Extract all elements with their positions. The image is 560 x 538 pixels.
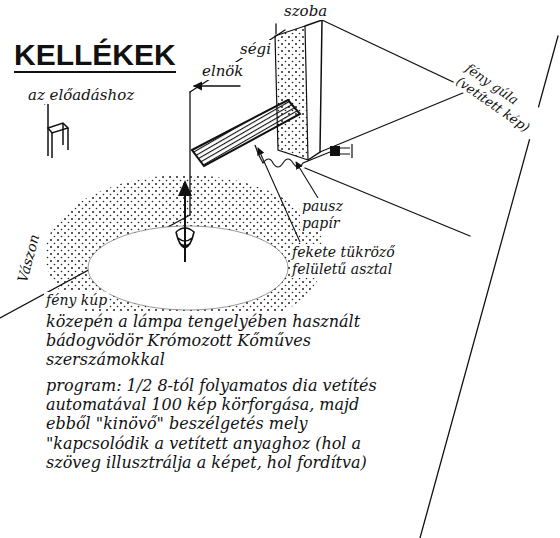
subtitle: az előadáshoz — [26, 86, 136, 104]
chair-seat — [48, 123, 68, 133]
chair-back — [44, 100, 52, 142]
note-label: fekete tükröző felületű asztal — [290, 244, 398, 278]
plug — [330, 146, 340, 156]
lamp-shade — [178, 180, 192, 196]
leader-line — [258, 148, 300, 242]
cable — [255, 145, 330, 167]
program-text: program: 1/2 8-tól folyamatos dia vetíté… — [44, 376, 393, 472]
leader-line — [296, 162, 318, 198]
title: KELLÉKEK — [14, 38, 176, 73]
wall-line — [420, 36, 558, 538]
bucket — [176, 228, 194, 248]
plug-pins — [340, 144, 352, 158]
chair — [44, 100, 68, 158]
note-label: pausz papír — [300, 198, 370, 232]
room-label: ségi — [238, 40, 273, 58]
screen-frame — [305, 20, 322, 160]
note-label: Vászon — [14, 231, 44, 287]
light-pyramid — [320, 20, 470, 152]
room-label: szoba — [282, 2, 329, 20]
room-label: elnök — [200, 62, 245, 80]
note-label: fény kúp — [44, 292, 109, 309]
screen — [275, 26, 308, 160]
light-area — [45, 175, 325, 335]
ceiling-line — [190, 30, 285, 92]
light-cone — [88, 226, 288, 310]
black-table — [192, 100, 300, 166]
note-text: közepén a lámpa tengelyében használt bád… — [44, 312, 378, 370]
chair-legs — [48, 123, 68, 158]
note-label: fény gúla (vetített kép) — [452, 59, 549, 140]
room-divider — [275, 24, 276, 34]
room-arrow — [194, 85, 240, 86]
lamp-stand — [184, 196, 186, 262]
